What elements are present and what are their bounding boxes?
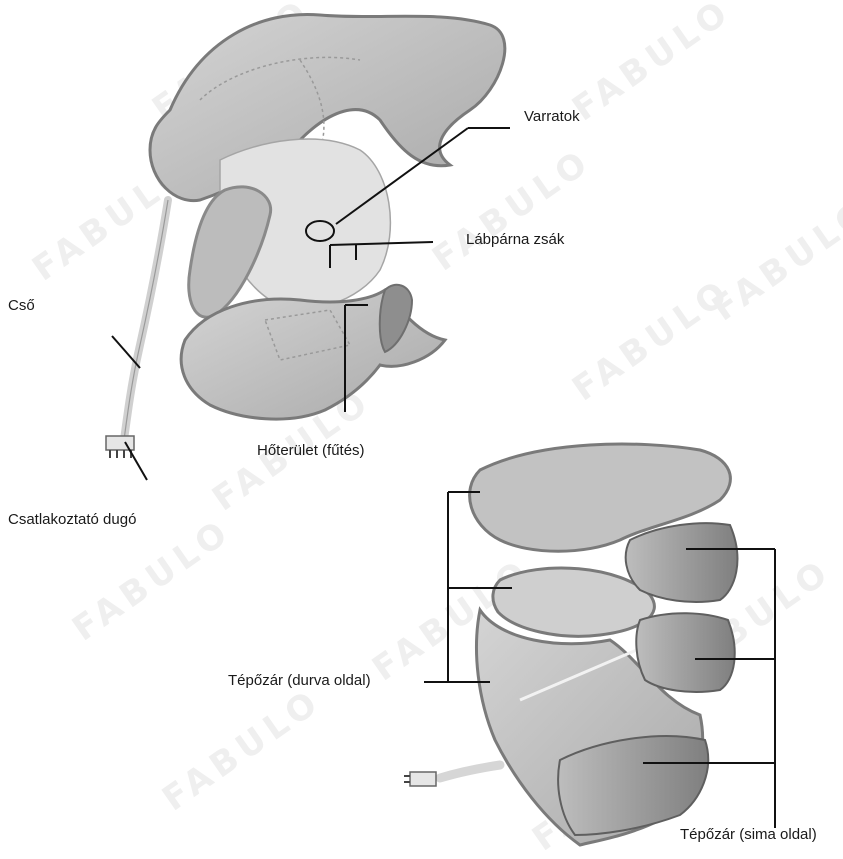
- closed-wrap-illustration: [404, 444, 737, 845]
- velcro-strap-top: [626, 523, 738, 602]
- label-hoterulet: Hőterület (fűtés): [257, 442, 365, 459]
- left-lobe: [189, 187, 271, 317]
- velcro-strap-bottom: [558, 736, 708, 835]
- label-cso: Cső: [8, 297, 35, 314]
- open-wrap-illustration: [106, 14, 505, 458]
- label-labparna-zsak: Lábpárna zsák: [466, 231, 564, 248]
- label-csatlakoztato-dugo: Csatlakoztató dugó: [8, 511, 136, 528]
- leader-dugo: [125, 442, 147, 480]
- plug-connector: [106, 436, 134, 458]
- plug-connector-bottom: [404, 772, 436, 786]
- hose-bottom: [440, 765, 500, 778]
- label-tepozar-sima: Tépőzár (sima oldal): [680, 826, 817, 843]
- label-varratok: Varratok: [524, 108, 580, 125]
- label-tepozar-durva: Tépőzár (durva oldal): [228, 672, 371, 689]
- velcro-strap-middle: [636, 613, 734, 692]
